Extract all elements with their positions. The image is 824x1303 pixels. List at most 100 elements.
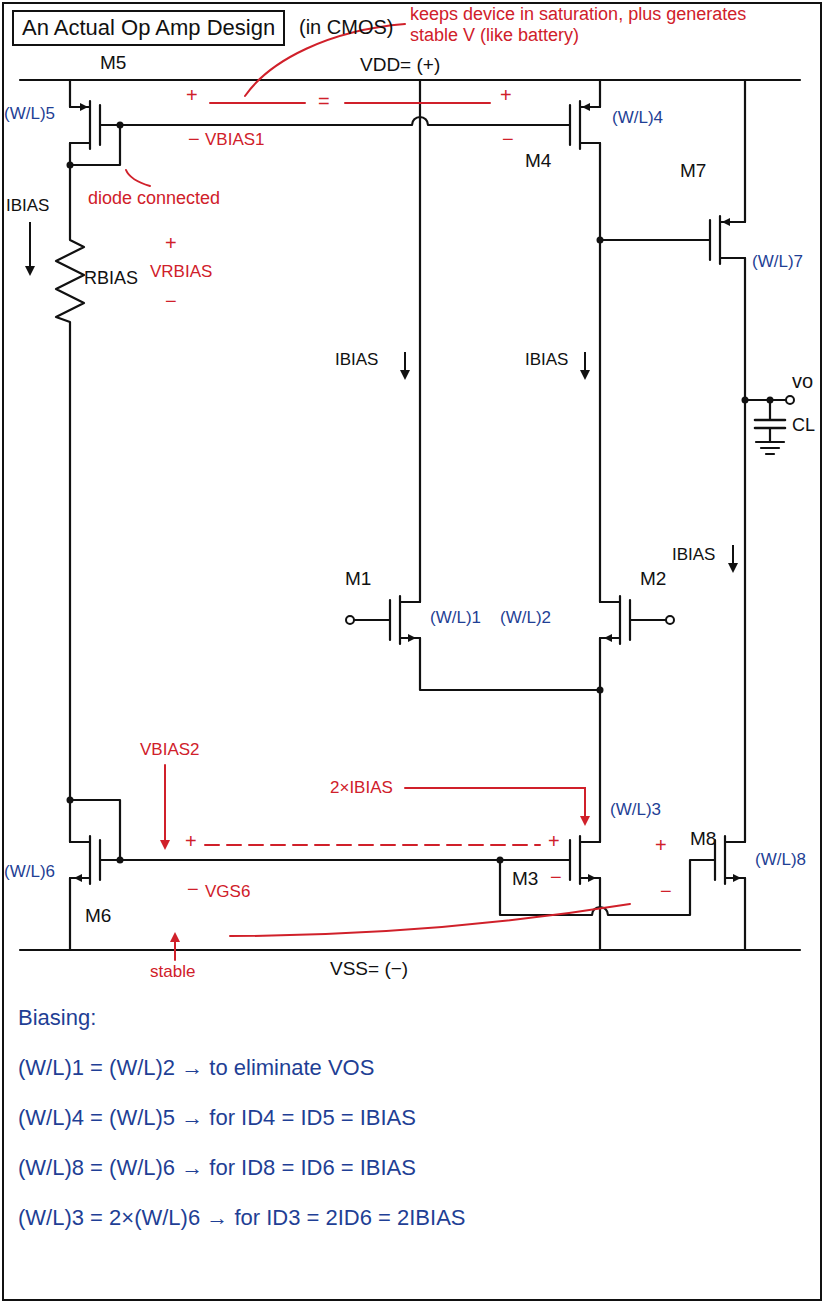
heading: Biasing: xyxy=(18,1005,96,1030)
current-arrow xyxy=(404,352,406,372)
resistor-symbol xyxy=(56,230,84,330)
pmos-symbol xyxy=(70,101,100,149)
nmos-symbol xyxy=(715,836,745,884)
circuit-label: − xyxy=(187,878,199,901)
source-arrow xyxy=(733,874,741,882)
terminals xyxy=(346,396,794,624)
circuit-label: 2×IBIAS xyxy=(330,778,393,798)
circuit-label: IBIAS xyxy=(672,545,715,565)
diode-connection-wire xyxy=(70,800,120,860)
equal-voltage-line xyxy=(210,102,490,104)
bias-equation: (W/L)3 = 2×(W/L)6 → for ID3 = 2ID6 = 2IB… xyxy=(18,1205,466,1230)
circuit-label: (W/L)4 xyxy=(612,108,663,128)
input-terminal xyxy=(346,616,354,624)
title-box: An Actual Op Amp Design xyxy=(12,10,285,46)
arrow-head xyxy=(400,370,410,380)
circuit-label: vo xyxy=(792,370,813,393)
annotation-leader xyxy=(230,904,630,936)
source-arrow xyxy=(588,874,596,882)
equal-voltage-line xyxy=(205,844,540,846)
pmos-symbol xyxy=(570,101,600,149)
junction-dot xyxy=(67,797,74,804)
nmos-symbol xyxy=(600,596,630,644)
current-arrows xyxy=(25,222,738,573)
junction-dots xyxy=(67,122,774,864)
current-arrow xyxy=(584,352,586,372)
pmos-symbol xyxy=(710,216,745,264)
circuit-label: M5 xyxy=(100,52,126,74)
bias1-gate-wire xyxy=(100,117,570,125)
red-arrow-heads xyxy=(160,816,590,942)
circuit-label: VBIAS1 xyxy=(205,130,265,150)
source-arrow xyxy=(80,103,88,111)
circuit-label: CL xyxy=(792,415,815,436)
source-arrow xyxy=(722,218,730,226)
junction-dot xyxy=(67,162,74,169)
circuit-label: M3 xyxy=(512,868,538,890)
circuit-label: + xyxy=(165,232,177,255)
red-annotations xyxy=(126,24,630,960)
circuit-label: (W/L)7 xyxy=(752,252,803,272)
left-branch-wire xyxy=(69,80,71,950)
supply-label: VDD= (+) xyxy=(360,54,440,76)
current-arrow xyxy=(29,222,31,268)
output-wire xyxy=(745,399,786,401)
nmos-symbol xyxy=(70,836,100,884)
annotation: keeps device in saturation, plus generat… xyxy=(410,4,780,45)
circuit-label: M2 xyxy=(640,568,666,590)
circuit-label: (W/L)5 xyxy=(4,104,55,124)
circuit-label: RBIAS xyxy=(84,268,138,289)
circuit-label: + xyxy=(185,830,197,853)
annotation: stable xyxy=(150,962,195,982)
m1-wire xyxy=(420,80,600,690)
annotation-arrow xyxy=(174,940,176,960)
bias-equation: (W/L)1 = (W/L)2 → to eliminate VOS xyxy=(18,1055,374,1080)
arrow-head xyxy=(25,266,35,276)
circuit-label: (W/L)8 xyxy=(755,850,806,870)
tail-wire xyxy=(599,638,601,950)
circuit-label: + xyxy=(655,834,667,857)
junction-dot xyxy=(597,687,604,694)
circuit-label: (W/L)3 xyxy=(610,800,661,820)
capacitor-symbol xyxy=(755,420,785,428)
junction-dot xyxy=(117,122,124,129)
circuit-label: − xyxy=(550,866,562,889)
note: (in CMOS) xyxy=(299,16,393,39)
supply-label: VSS= (−) xyxy=(330,958,408,980)
tail-current-arrow xyxy=(405,788,585,818)
ground-symbol xyxy=(756,442,784,454)
output-branch-wire xyxy=(744,80,746,950)
circuit-label: = xyxy=(318,90,330,113)
input-terminal xyxy=(666,616,674,624)
circuit-label: (W/L)6 xyxy=(4,862,55,882)
source-arrow xyxy=(582,103,590,111)
circuit-label: − xyxy=(502,128,514,151)
arrow-head xyxy=(580,370,590,380)
current-arrow xyxy=(732,545,734,565)
circuit-label: VGS6 xyxy=(205,882,250,902)
circuit-label: VRBIAS xyxy=(150,262,212,282)
nmos-symbol xyxy=(390,596,420,644)
circuit-label: diode connected xyxy=(88,188,220,209)
junction-dot xyxy=(597,237,604,244)
bias-equation: (W/L)8 = (W/L)6 → for ID8 = ID6 = IBIAS xyxy=(18,1155,416,1180)
diode-connection-wire xyxy=(70,125,120,165)
circuit-label: M6 xyxy=(85,905,111,927)
circuit-label: − xyxy=(188,128,200,151)
source-arrow xyxy=(408,634,416,642)
m4-drain-wire xyxy=(599,80,601,602)
circuit-label: M8 xyxy=(690,828,716,850)
circuit-label: (W/L)2 xyxy=(500,608,551,628)
junction-dot xyxy=(767,397,774,404)
arrow-head xyxy=(170,932,180,942)
arrow-head xyxy=(728,563,738,573)
junction-dot xyxy=(117,857,124,864)
nmos-symbol xyxy=(570,836,600,884)
circuit-label: IBIAS xyxy=(6,196,49,216)
arrow-head xyxy=(160,840,170,850)
circuit-label: M4 xyxy=(525,150,551,172)
wires xyxy=(20,80,800,950)
circuit-label: (W/L)1 xyxy=(430,608,481,628)
circuit-label: − xyxy=(660,880,672,903)
